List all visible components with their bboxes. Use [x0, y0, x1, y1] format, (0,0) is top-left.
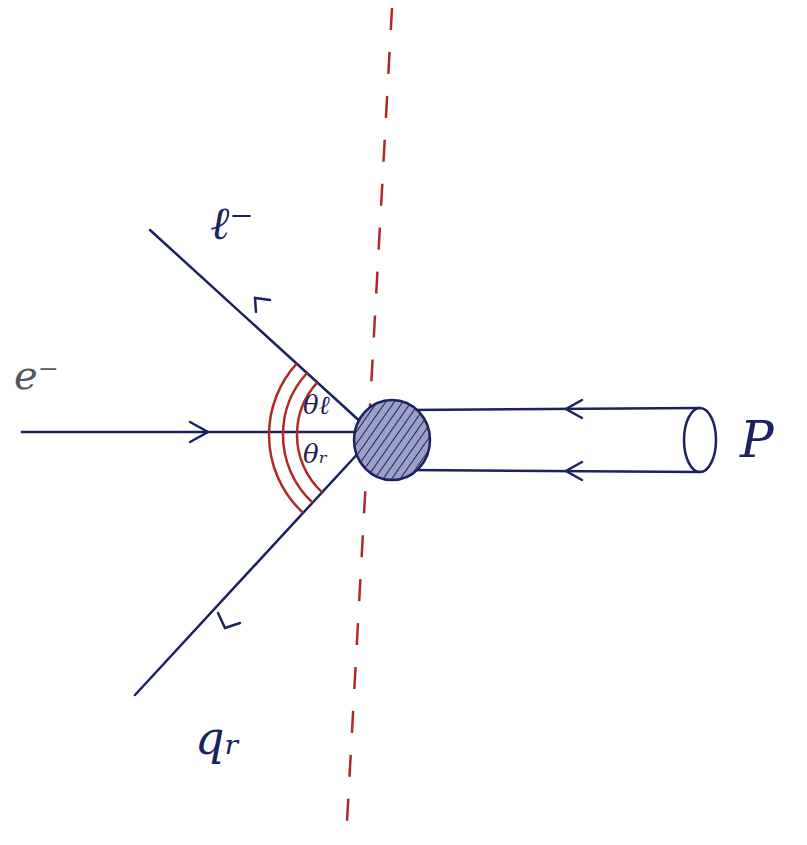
- arrow-head: [218, 613, 240, 628]
- interaction-blob: [354, 400, 430, 480]
- incoming-electron-line: [22, 431, 370, 434]
- proton-line: [410, 408, 700, 410]
- arrow-head: [255, 298, 270, 312]
- angle-label: θℓ: [303, 392, 329, 418]
- particle-label: e⁻: [14, 355, 59, 395]
- outgoing-quark-line: [135, 435, 375, 695]
- particle-label: P: [740, 415, 774, 465]
- particle-label: qᵣ: [195, 715, 240, 761]
- angle-arc: [269, 435, 303, 513]
- particle-label: ℓ⁻: [210, 200, 253, 246]
- arrow-head: [566, 462, 582, 480]
- outgoing-lepton-line: [150, 230, 375, 435]
- proton-line: [410, 470, 700, 472]
- proton-tube-end: [684, 408, 716, 472]
- angle-label: θᵣ: [303, 441, 328, 467]
- arrow-head: [190, 422, 208, 442]
- angle-arc: [269, 364, 297, 435]
- arrow-head: [566, 400, 582, 418]
